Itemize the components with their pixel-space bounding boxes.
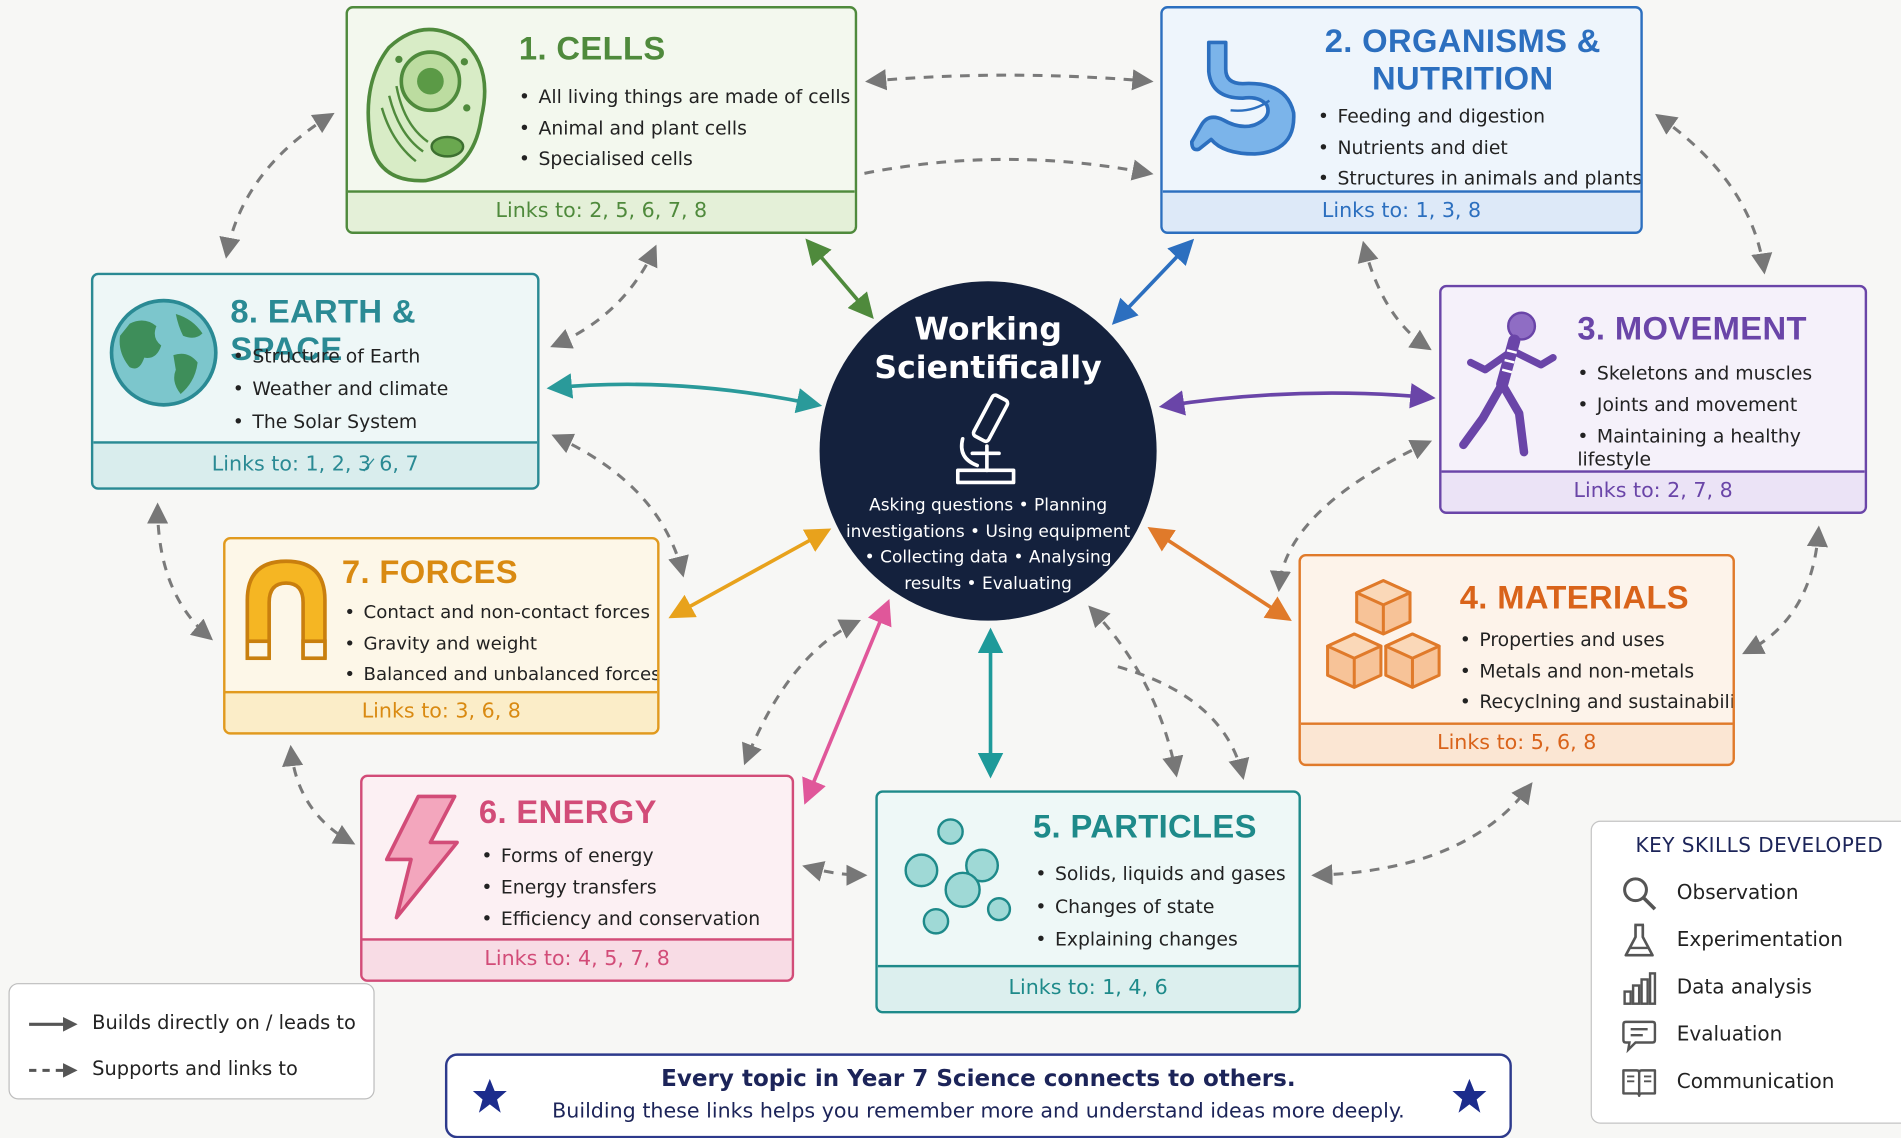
list-item: Energy transfers [481,872,760,904]
list-item: Contact and non-contact forces [344,598,657,629]
topic-points: Skeletons and muscles Joints and movemen… [1577,359,1832,472]
skill-item: Data analysis [1621,970,1812,1006]
list-item: Maintaining a healthy lifestyle [1577,421,1832,472]
topic-points: Structure of Earth Weather and climate T… [233,341,449,439]
list-item: Animal and plant cells [519,113,850,144]
list-item: Properties and uses [1460,625,1733,656]
topic-links: Links to: 5, 6, 8 [1300,722,1733,764]
cubes-icon [1326,579,1441,689]
list-item: Feeding and digestion [1318,102,1640,133]
list-item: Skeletons and muscles [1577,359,1832,390]
key-skills-panel: KEY SKILLS DEVELOPED Observation Experim… [1590,820,1901,1124]
topic-title: 4. MATERIALS [1459,579,1690,616]
list-item: Weather and climate [233,373,448,406]
skill-label: Evaluation [1676,1022,1783,1046]
working-scientifically-hub[interactable]: Working Scientifically Asking questions … [819,281,1157,621]
book-icon [1622,1069,1657,1098]
list-item: Solids, liquids and gases [1035,858,1286,891]
hub-title: Working Scientifically [874,311,1102,387]
dashed-arrow-icon [29,1062,78,1078]
cell-icon [366,27,487,183]
list-item: Specialised cells [519,144,850,175]
legend-dashed-row: Supports and links to [27,1057,298,1080]
list-item: Nutrients and diet [1318,133,1640,164]
list-item: Gravity and weight [344,629,657,660]
particles-icon [904,818,1012,935]
topic-links: Links to: 1, 3, 8 [1162,190,1641,232]
key-skills-title: KEY SKILLS DEVELOPED [1635,833,1884,858]
list-item: All living things are made of cells [519,82,850,113]
list-item: Forms of energy [481,840,760,872]
topic-points: Contact and non-contact forces Gravity a… [344,598,658,691]
skill-label: Communication [1676,1069,1835,1093]
list-item: Explaining changes [1035,924,1285,957]
skill-label: Observation [1676,880,1799,904]
skill-label: Data analysis [1676,975,1812,999]
list-item: Efficiency and conservation [481,903,760,935]
topic-links: Links to: 2, 5, 6, 7, 8 [347,190,855,232]
banner-line-2: Building these links helps you remember … [552,1099,1405,1124]
skeleton-runner-icon [1459,311,1557,457]
list-item: Metals and non-metals [1460,656,1733,687]
topic-card-energy[interactable]: 6. ENERGY Forms of energy Energy transfe… [360,774,795,982]
topic-title: 5. PARTICLES [1032,808,1257,845]
flask-icon [1624,923,1654,957]
topic-card-particles[interactable]: 5. PARTICLES Solids, liquids and gases C… [875,790,1301,1014]
list-item: Changes of state [1035,891,1285,924]
topic-card-organisms-nutrition[interactable]: 2. ORGANISMS & NUTRITION Feeding and dig… [1160,6,1643,234]
topic-card-forces[interactable]: 7. FORCES Contact and non-contact forces… [223,537,660,735]
topic-card-materials[interactable]: 4. MATERIALS Properties and uses Metals … [1298,553,1735,767]
legend-solid-label: Builds directly on / leads to [92,1010,356,1035]
speech-bubble-icon [1622,1020,1657,1054]
solid-arrow-icon [29,1016,78,1031]
bar-chart-icon [1623,972,1657,1005]
topic-links: Links to: 1, 4, 6 [877,964,1299,1011]
topic-links: Links to: 3, 6, 8 [225,690,658,733]
skill-item: Communication [1621,1064,1834,1100]
hub-description: Asking questions • Planning investigatio… [845,495,1131,594]
list-item: Recyclning and sustainability [1460,687,1732,718]
topic-points: Solids, liquids and gases Changes of sta… [1035,858,1286,957]
topic-points: Properties and uses Metals and non-metal… [1460,625,1733,718]
topic-title: 1. CELLS [518,30,666,67]
list-item: Joints and movement [1577,390,1832,421]
lightning-icon [384,794,459,920]
skill-item: Evaluation [1621,1017,1783,1054]
star-icon [472,1078,507,1113]
stomach-icon [1189,40,1296,156]
skill-label: Experimentation [1676,927,1843,951]
globe-icon [109,298,218,407]
list-item: Balanced and unbalanced forces [344,659,658,690]
list-item: Structure of Earth [233,341,449,374]
topic-points: Feeding and digestion Nutrients and diet… [1318,102,1640,195]
skill-item: Experimentation [1621,922,1843,958]
topic-links: Links to: 1, 2, 3 ̷ 6, 7 [93,441,538,488]
magnet-icon [245,559,327,661]
legend-dashed-label: Supports and links to [92,1057,298,1081]
topic-card-movement[interactable]: 3. MOVEMENT Skeletons and muscles Joints… [1439,284,1868,514]
topic-title: 2. ORGANISMS & NUTRITION [1324,23,1601,97]
skill-item: Observation [1621,875,1799,911]
topic-points: Forms of energy Energy transfers Efficie… [481,840,760,935]
topic-title: 6. ENERGY [478,793,657,831]
summary-banner: Every topic in Year 7 Science connects t… [444,1053,1512,1138]
list-item: The Solar System [233,406,449,439]
list-item: Structures in animals and plants [1318,164,1640,195]
legend-solid-row: Builds directly on / leads to [27,1011,356,1034]
legend: Builds directly on / leads to Supports a… [8,983,375,1100]
topic-title: 7. FORCES [341,553,518,591]
topic-links: Links to: 2, 7, 8 [1441,470,1865,512]
magnifier-icon [1623,877,1657,911]
microscope-icon [955,393,1016,485]
topic-title: 3. MOVEMENT [1577,310,1807,347]
topic-points: All living things are made of cells Anim… [519,82,850,175]
banner-line-1: Every topic in Year 7 Science connects t… [661,1065,1296,1093]
star-icon [1452,1078,1487,1113]
topic-card-earth-space[interactable]: 8. EARTH & SPACE Structure of Earth Weat… [90,272,540,490]
topic-links: Links to: 4, 5, 7, 8 [362,938,792,980]
topic-card-cells[interactable]: 1. CELLS All living things are made of c… [345,6,858,234]
